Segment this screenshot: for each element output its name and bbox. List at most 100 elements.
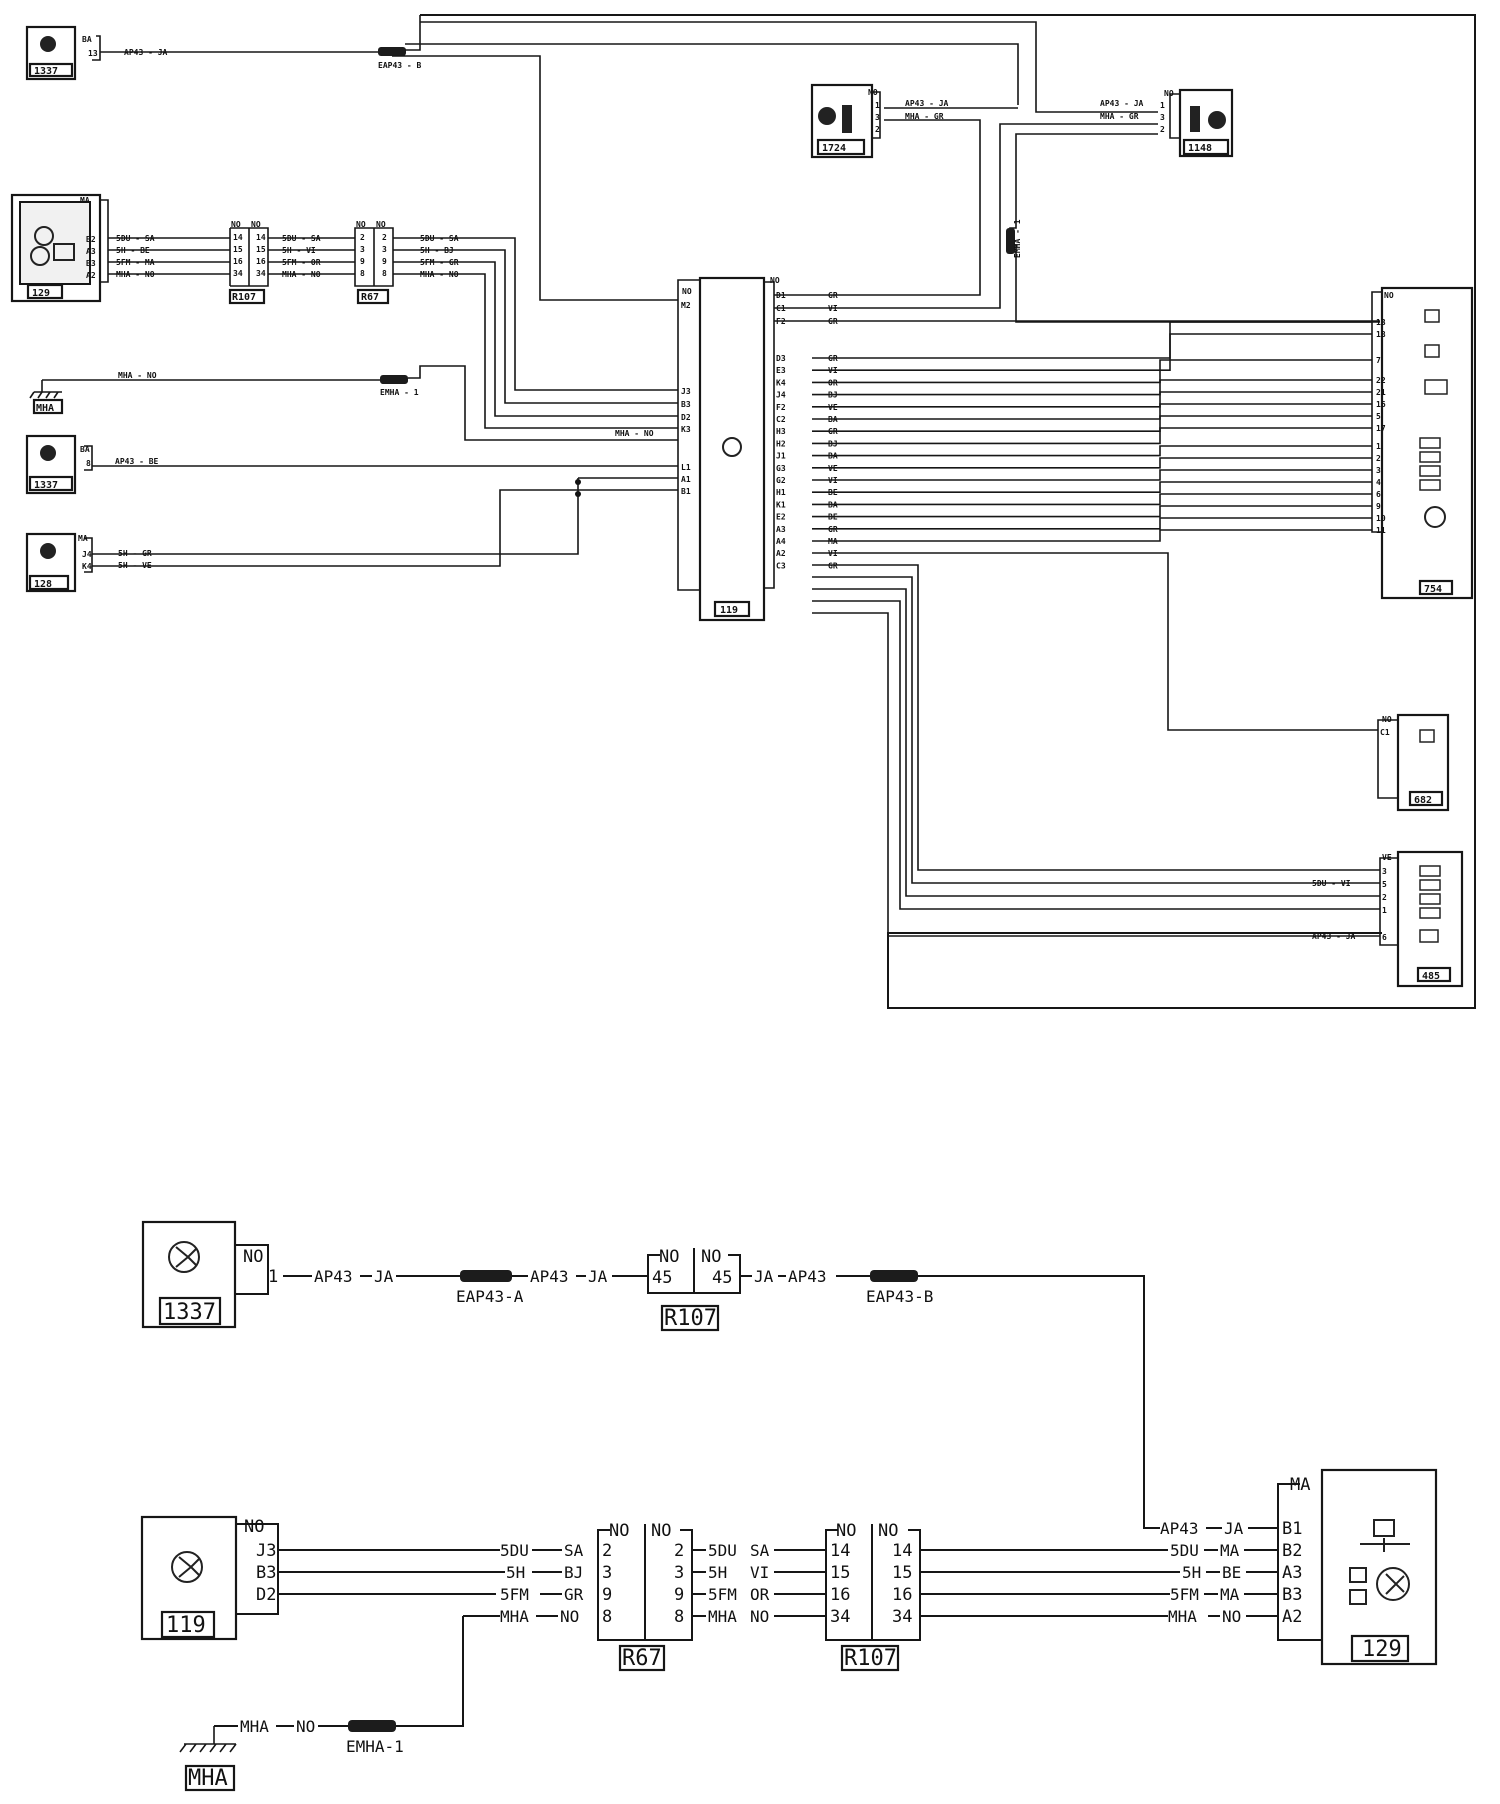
splice-label: EAP43 - B	[378, 61, 422, 70]
sensor-icon	[40, 36, 56, 52]
pin-label: A2	[1282, 1607, 1302, 1627]
pin-label: 6	[1382, 933, 1387, 942]
wire-label: 5H	[506, 1563, 525, 1582]
connector-shell	[84, 445, 93, 471]
pin-label: 2	[360, 233, 365, 242]
pin-label: 5	[1376, 412, 1381, 421]
component-485: 485 VE 3 5 2 1 6 5DU - VI AP43 - JA	[1312, 850, 1464, 988]
component-id: 129	[1362, 1637, 1402, 1662]
wire-label: 5DU	[500, 1541, 529, 1560]
ecu-wire	[812, 333, 1372, 372]
component-id-frame	[1418, 579, 1454, 596]
pin-label: A2	[86, 271, 96, 280]
connector-label: NO	[1382, 715, 1392, 724]
pin-label: L1	[681, 463, 691, 472]
wire-eap43-b-feed	[405, 15, 421, 51]
component-682: 682 NO C1	[1377, 713, 1450, 812]
pin-label: J3	[256, 1541, 276, 1561]
connector-shell	[84, 537, 93, 573]
coil-icon	[1419, 893, 1441, 905]
wires-r67-to-119	[393, 237, 678, 429]
wire-label: MHA - GR	[905, 112, 944, 121]
connector-label: NO	[1164, 89, 1174, 98]
connector-r107-lower-a: NO NO 45 45 R107	[647, 1247, 741, 1332]
component-119-ecu: 119 NO NO M2 J3 B3 D2 K3 L1 A1 B1	[677, 276, 780, 622]
connector-label: NO	[878, 1521, 898, 1541]
pin-label: 1	[875, 101, 880, 110]
sensor-icon	[40, 445, 56, 461]
connector-label: BA	[80, 445, 90, 454]
component-id-frame	[184, 1764, 236, 1792]
sensor-icon	[30, 246, 50, 266]
pin-label: H2	[776, 439, 786, 448]
ecu-wire	[812, 379, 1372, 396]
component-id-frame	[26, 283, 64, 300]
wire-label: JA	[1224, 1519, 1244, 1538]
splice-eap43-b	[378, 47, 406, 56]
pin-label: J3	[681, 387, 691, 396]
pin-label: 13	[88, 49, 98, 58]
connector-shell	[1371, 291, 1382, 533]
wire-label: SA	[750, 1541, 770, 1560]
pin-label: 1	[268, 1267, 278, 1287]
component-box	[1380, 286, 1474, 600]
pin-label: 11	[1376, 526, 1386, 535]
connector-shell	[1277, 1483, 1322, 1641]
connector-r67-lower: NO NO 2 3 9 8 2 3 9 8 R67	[597, 1521, 693, 1672]
pin-label: H1	[776, 488, 786, 497]
pin-label: J4	[82, 550, 92, 559]
splice-eap43-b	[870, 1270, 918, 1282]
switch-icon	[1419, 929, 1439, 943]
pin-label: 16	[256, 257, 266, 266]
connector-label: NO	[836, 1521, 856, 1541]
connector-label: MA	[78, 534, 88, 543]
transistor-icon	[1376, 1567, 1410, 1601]
component-id-frame	[28, 62, 74, 78]
pin-label: A3	[1282, 1563, 1302, 1583]
pin-label: 34	[892, 1607, 912, 1627]
pin-label: 16	[830, 1585, 850, 1605]
pin-label: 22	[1376, 376, 1386, 385]
splice-eap43-a	[460, 1270, 512, 1282]
connector-shell-left	[677, 279, 700, 591]
wire-label: OR	[750, 1585, 770, 1604]
wire-label: AP43 - JA	[905, 99, 949, 108]
sensor-body-icon	[1349, 1567, 1367, 1583]
pin-label: 1	[1376, 442, 1381, 451]
connector-label: NO	[701, 1247, 721, 1267]
component-id: MHA	[36, 403, 54, 414]
component-id: 128	[34, 579, 52, 590]
pin-label: B3	[681, 400, 691, 409]
pin-label: M2	[681, 301, 691, 310]
ground-mha-lower: MHA	[179, 1726, 237, 1792]
pin-label: K4	[82, 562, 92, 571]
pin-label: 15	[233, 245, 243, 254]
wire-label: GR	[828, 561, 838, 570]
connector-label: VE	[1382, 853, 1392, 862]
wire-label: VI	[750, 1563, 769, 1582]
wire-label: SA	[564, 1541, 584, 1560]
component-1337-top: 1337 BA 13 AP43 - JA	[25, 25, 168, 81]
connector-shell	[354, 227, 394, 287]
component-box	[698, 276, 766, 622]
pin-label: 3	[360, 245, 365, 254]
component-id-frame	[356, 288, 390, 305]
wire-label: 5FM	[1170, 1585, 1199, 1604]
component-id-frame	[32, 398, 64, 415]
component-id-frame	[28, 475, 74, 492]
wire-label: JA	[588, 1267, 608, 1286]
pin-label: 2	[875, 125, 880, 134]
component-id-frame	[840, 1644, 900, 1672]
ecu-wire	[812, 469, 1372, 481]
ecu-wire	[812, 529, 1372, 542]
connector-label: NO	[682, 287, 692, 296]
component-id: 1337	[34, 66, 58, 77]
component-id-frame	[1408, 790, 1444, 807]
wire-label: MHA - GR	[1100, 112, 1139, 121]
pin-label: 5	[1382, 880, 1387, 889]
connector-label: NO	[609, 1521, 629, 1541]
splice-label: EAP43-A	[456, 1287, 524, 1306]
connector-label: NO	[1384, 291, 1394, 300]
pin-label: B2	[1282, 1541, 1302, 1561]
